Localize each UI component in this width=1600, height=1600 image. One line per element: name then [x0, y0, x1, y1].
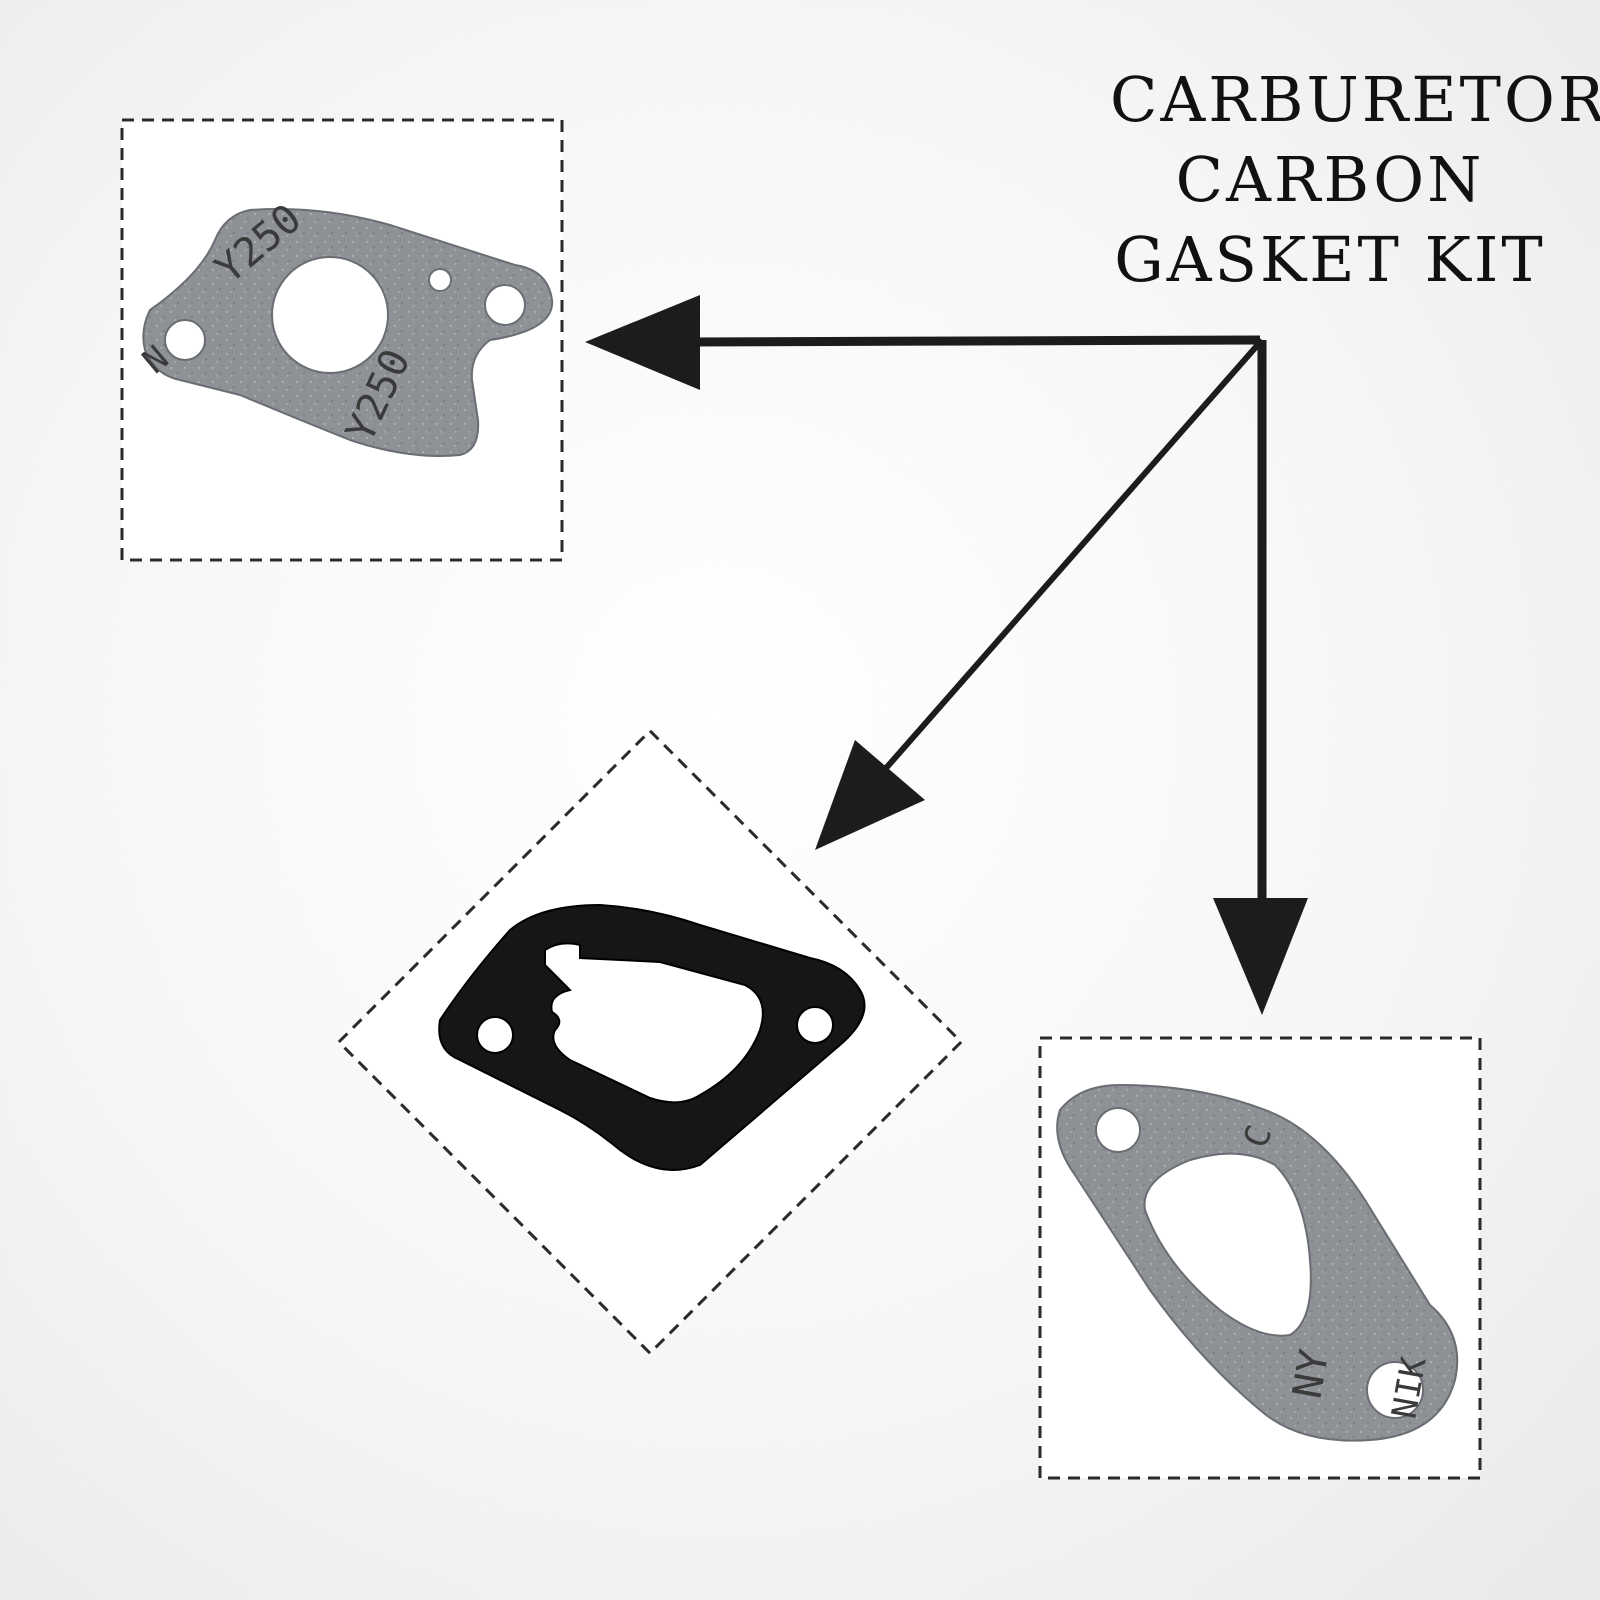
frame-middle	[336, 728, 964, 1356]
gasket-top-left: Y250 Y250 N	[135, 196, 554, 457]
title-line-2: CARBON	[1175, 143, 1485, 216]
arrow-head-top-left	[585, 295, 700, 390]
gasket-bottom-right-marking-2: NY	[1285, 1346, 1339, 1401]
arrow-shaft-top-left	[689, 335, 1261, 347]
kit-title: CARBURETOR CARBON GASKET KIT	[1110, 60, 1600, 300]
arrow-shaft-middle	[877, 338, 1265, 777]
title-line-1: CARBURETOR	[1110, 63, 1600, 136]
arrow-head-middle	[815, 740, 925, 850]
arrows	[585, 295, 1308, 1015]
gasket-bottom-right: C NY NIK	[1056, 1083, 1459, 1442]
arrow-head-bottom-right	[1213, 898, 1308, 1015]
title-line-3: GASKET KIT	[1114, 223, 1546, 296]
gasket-middle	[438, 903, 866, 1171]
